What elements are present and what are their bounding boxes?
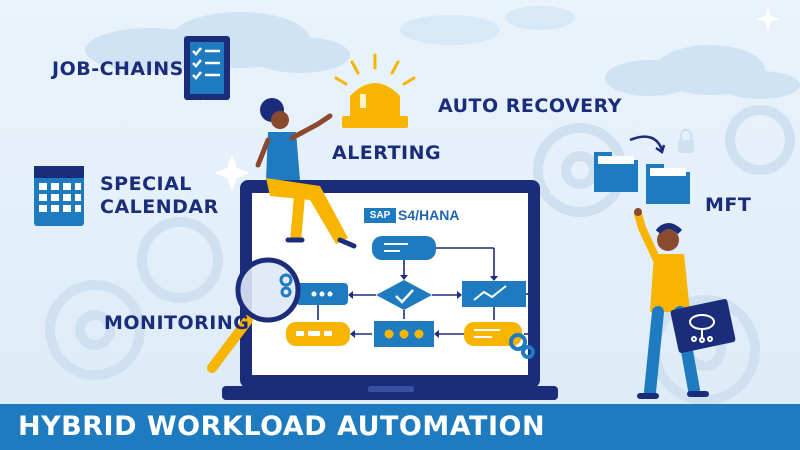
gear-icon — [509, 333, 535, 359]
monitoring-label: MONITORING — [104, 312, 250, 334]
sap-logo: SAP — [364, 208, 396, 223]
alerting-label: ALERTING — [332, 142, 442, 164]
cloud-icon — [400, 6, 575, 45]
folder-icon — [594, 128, 694, 204]
cloud-icon — [85, 12, 350, 73]
calendar-icon — [34, 166, 84, 226]
sap-product-label: S4/HANA — [398, 207, 460, 223]
magnifier-icon — [207, 257, 301, 373]
special-calendar-label-line-1: SPECIAL — [100, 173, 192, 195]
banner-title: HYBRID WORKLOAD AUTOMATION — [18, 411, 546, 442]
checklist-icon — [184, 36, 230, 100]
cloud-upload-icon — [689, 314, 715, 343]
person-sitting-illustration — [255, 98, 357, 249]
cloud-icon — [605, 45, 800, 99]
mft-label: MFT — [705, 194, 752, 216]
special-calendar-label-line-2: CALENDAR — [100, 196, 219, 218]
job-chains-label: JOB-CHAINS — [52, 58, 184, 80]
footer-banner: HYBRID WORKLOAD AUTOMATION — [0, 404, 800, 450]
workflow-diagram — [286, 236, 535, 359]
person-standing-illustration — [634, 208, 736, 399]
alert-beacon-icon — [334, 53, 416, 128]
auto-recovery-label: AUTO RECOVERY — [438, 95, 623, 117]
